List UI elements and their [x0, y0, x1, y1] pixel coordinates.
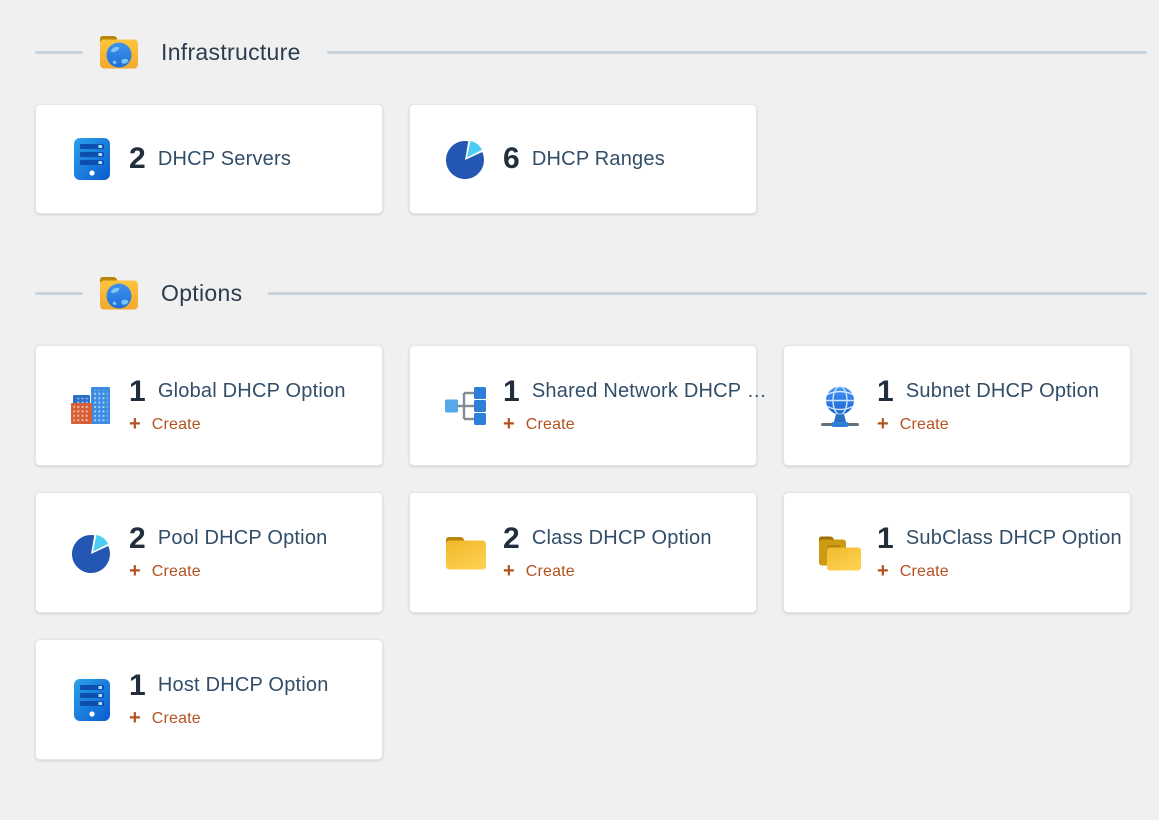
card-grid: 1 Global DHCP Option + Create 1 Shared N… [35, 345, 1159, 760]
plus-icon: + [503, 412, 515, 435]
create-link[interactable]: + Create [877, 412, 1099, 435]
globe-stand-icon [816, 384, 864, 428]
create-link[interactable]: + Create [503, 412, 756, 435]
section-header: Options [35, 271, 1147, 315]
stat-count: 1 [503, 374, 520, 408]
card-body: 6 DHCP Ranges [503, 144, 665, 174]
dhcp-dashboard: Infrastructure 2 DHCP Servers 6 DHCP Ran… [0, 30, 1159, 820]
section-infrastructure: Infrastructure 2 DHCP Servers 6 DHCP Ran… [0, 30, 1159, 214]
stat-label: Subnet DHCP Option [905, 380, 1100, 402]
section-options: Options 1 Global DHCP Option + Create [0, 271, 1159, 760]
create-label: Create [899, 562, 949, 580]
stat-line: 2 DHCP Servers [129, 144, 291, 174]
card-grid: 2 DHCP Servers 6 DHCP Ranges [35, 104, 1159, 214]
city-buildings-icon [68, 384, 116, 428]
plus-icon: + [129, 559, 141, 582]
plus-icon: + [877, 412, 889, 435]
card-body: 1 Subnet DHCP Option + Create [877, 374, 1100, 435]
stat-line: 1 Subnet DHCP Option [877, 374, 1100, 408]
stat-card[interactable]: 1 Subnet DHCP Option + Create [783, 345, 1131, 466]
stat-line: 1 Host DHCP Option [129, 668, 329, 702]
create-link[interactable]: + Create [503, 559, 712, 582]
stat-line: 2 Pool DHCP Option [129, 521, 328, 555]
stat-line: 1 Global DHCP Option [129, 374, 346, 408]
stat-card[interactable]: 1 Global DHCP Option + Create [35, 345, 383, 466]
stat-count: 1 [877, 374, 894, 408]
stat-line: 6 DHCP Ranges [503, 144, 665, 174]
stat-card[interactable]: 6 DHCP Ranges [409, 104, 757, 214]
card-body: 1 SubClass DHCP Option + Create [877, 521, 1122, 582]
create-label: Create [525, 562, 575, 580]
create-label: Create [151, 562, 201, 580]
card-body: 2 Pool DHCP Option + Create [129, 521, 328, 582]
stat-card[interactable]: 1 Shared Network DHCP … + Create [409, 345, 767, 466]
create-label: Create [151, 415, 201, 433]
folder-globe-icon [97, 32, 141, 72]
divider-left [35, 291, 83, 295]
stat-label: DHCP Ranges [531, 147, 665, 170]
divider-left [35, 50, 83, 54]
stat-label: Shared Network DHCP … [531, 380, 767, 402]
stat-count: 2 [129, 521, 146, 555]
plus-icon: + [877, 559, 889, 582]
stat-label: Pool DHCP Option [157, 527, 328, 549]
folders-icon [816, 534, 864, 572]
stat-label: Class DHCP Option [531, 527, 712, 549]
stat-count: 1 [129, 374, 146, 408]
stat-count: 1 [129, 668, 146, 702]
network-tree-icon [442, 386, 490, 426]
folder-globe-icon [97, 273, 141, 313]
create-link[interactable]: + Create [877, 559, 1122, 582]
create-label: Create [899, 415, 949, 433]
stat-card[interactable]: 2 Pool DHCP Option + Create [35, 492, 383, 613]
stat-label: DHCP Servers [157, 147, 292, 170]
create-label: Create [525, 415, 575, 433]
card-body: 1 Host DHCP Option + Create [129, 668, 329, 729]
card-body: 2 DHCP Servers [129, 144, 291, 174]
sections-root: Infrastructure 2 DHCP Servers 6 DHCP Ran… [0, 30, 1159, 760]
stat-label: SubClass DHCP Option [905, 527, 1122, 549]
stat-count: 2 [503, 521, 520, 555]
plus-icon: + [129, 412, 141, 435]
pie-chart-icon [442, 137, 490, 181]
stat-count: 6 [503, 142, 520, 175]
stat-label: Host DHCP Option [157, 674, 329, 696]
server-icon [68, 678, 116, 722]
stat-line: 2 Class DHCP Option [503, 521, 712, 555]
card-body: 1 Global DHCP Option + Create [129, 374, 346, 435]
stat-count: 2 [129, 142, 146, 175]
stat-line: 1 SubClass DHCP Option [877, 521, 1122, 555]
plus-icon: + [503, 559, 515, 582]
folder-icon [442, 534, 490, 571]
server-icon [68, 137, 116, 181]
section-title: Options [161, 279, 243, 306]
section-title: Infrastructure [161, 38, 301, 65]
divider-right [326, 50, 1147, 54]
stat-label: Global DHCP Option [157, 380, 346, 402]
create-link[interactable]: + Create [129, 412, 346, 435]
create-link[interactable]: + Create [129, 559, 327, 582]
card-body: 1 Shared Network DHCP … + Create [503, 374, 767, 435]
stat-line: 1 Shared Network DHCP … [503, 374, 767, 408]
stat-count: 1 [877, 521, 894, 555]
stat-card[interactable]: 2 Class DHCP Option + Create [409, 492, 757, 613]
pie-chart-icon [68, 531, 116, 575]
stat-card[interactable]: 1 SubClass DHCP Option + Create [783, 492, 1131, 613]
stat-card[interactable]: 1 Host DHCP Option + Create [35, 639, 383, 760]
card-body: 2 Class DHCP Option + Create [503, 521, 712, 582]
stat-card[interactable]: 2 DHCP Servers [35, 104, 383, 214]
create-label: Create [151, 709, 201, 727]
divider-right [268, 291, 1147, 295]
section-header: Infrastructure [35, 30, 1147, 74]
plus-icon: + [129, 706, 141, 729]
create-link[interactable]: + Create [129, 706, 329, 729]
